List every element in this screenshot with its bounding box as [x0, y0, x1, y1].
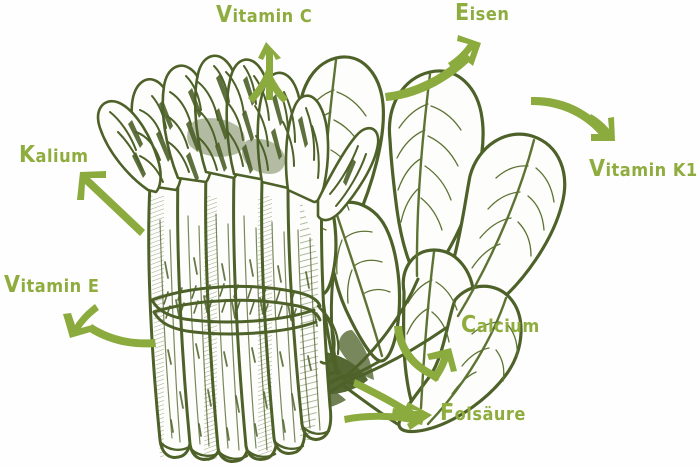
label-folsaeure-rest: olsäure	[454, 404, 526, 425]
label-kalium-cap: K	[19, 142, 36, 168]
asparagus-tip-mass	[187, 118, 286, 174]
label-eisen-cap: E	[455, 0, 470, 26]
asparagus-tip-shadows	[128, 74, 356, 186]
label-eisen-rest: isen	[469, 4, 510, 25]
label-vitamin-c: Vitamin C	[216, 4, 312, 27]
label-vitamin-c-rest: itamin C	[232, 6, 313, 27]
asparagus-cut-ends	[159, 425, 331, 460]
label-eisen: Eisen	[455, 2, 509, 25]
arrow-folsaeure	[344, 379, 432, 430]
arrow-eisen	[385, 35, 481, 101]
label-folsaeure-cap: F	[440, 400, 455, 426]
arrow-calcium	[394, 326, 457, 382]
label-vitamin-c-cap: V	[216, 2, 233, 28]
label-vitamin-k1: Vitamin K1	[589, 158, 698, 181]
label-folsaeure: Folsäure	[440, 402, 526, 425]
label-vitamin-e: Vitamin E	[4, 274, 99, 297]
arrow-vitamin-e	[63, 304, 156, 348]
arrow-vitamin-k1	[531, 96, 615, 141]
label-vitamin-e-cap: V	[4, 272, 21, 298]
spinach-illustration	[277, 55, 567, 434]
label-calcium-cap: C	[461, 312, 477, 338]
arrow-kalium	[77, 171, 145, 236]
asparagus-twine	[150, 283, 340, 365]
label-kalium-rest: alium	[35, 146, 89, 167]
label-vitamin-e-rest: itamin E	[20, 276, 100, 297]
label-vitamin-k1-cap: V	[589, 156, 606, 182]
label-kalium: Kalium	[19, 144, 88, 167]
arrow-vitamin-c	[248, 42, 288, 103]
label-calcium: Calcium	[461, 314, 540, 337]
label-vitamin-k1-rest: itamin K1	[605, 160, 698, 181]
label-calcium-rest: alcium	[476, 316, 540, 337]
